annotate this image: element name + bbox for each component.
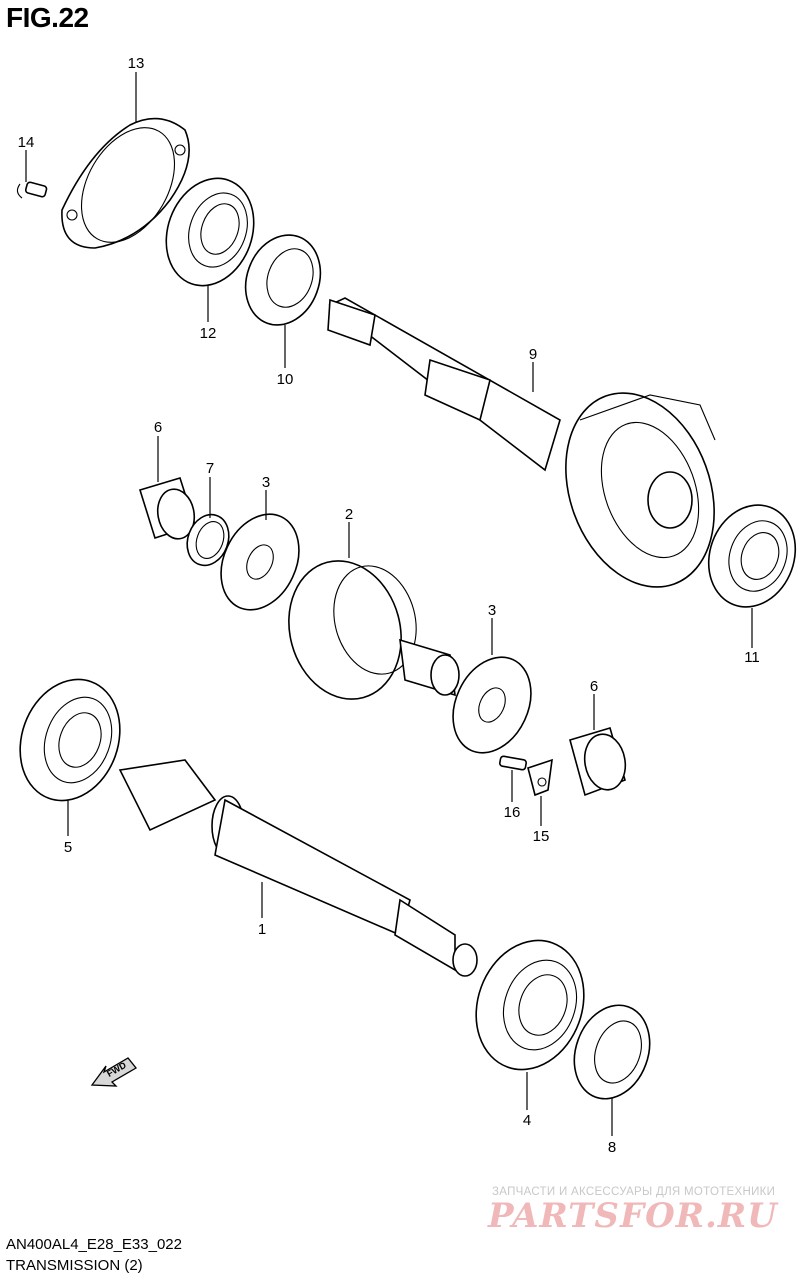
callout-14: 14 [18, 134, 35, 151]
callout-12: 12 [200, 325, 217, 342]
callout-15: 15 [533, 828, 550, 845]
part-16-bolt[interactable] [499, 755, 527, 771]
part-3-washer-lower[interactable] [438, 644, 546, 765]
callout-7: 7 [206, 460, 214, 477]
part-1-drive-shaft[interactable] [118, 759, 478, 977]
part-8-oil-seal[interactable] [562, 995, 662, 1110]
part-3-washer-upper[interactable] [206, 501, 314, 622]
part-15-lock-plate[interactable] [527, 758, 553, 797]
callout-10: 10 [277, 371, 294, 388]
callout-numbers: 13 14 12 10 9 6 7 3 2 3 11 6 5 16 15 1 4… [18, 55, 760, 1156]
callout-11: 11 [744, 649, 760, 666]
model-code: AN400AL4_E28_E33_022 [6, 1236, 182, 1253]
callout-16: 16 [504, 804, 521, 821]
part-11-bearing[interactable] [695, 493, 800, 619]
callout-5: 5 [64, 839, 72, 856]
callout-13: 13 [128, 55, 145, 72]
callout-6-lower: 6 [590, 678, 598, 695]
part-13-gasket[interactable] [61, 111, 194, 258]
figure-title: FIG.22 [6, 2, 89, 33]
callout-3-upper: 3 [262, 474, 270, 491]
part-12-bearing[interactable] [152, 166, 269, 298]
callout-9: 9 [529, 346, 537, 363]
part-14-screw[interactable] [16, 181, 48, 199]
part-10-oil-seal[interactable] [233, 224, 332, 335]
leader-lines [25, 72, 753, 1136]
part-4-bearing[interactable] [459, 925, 602, 1085]
callout-6-upper: 6 [154, 419, 162, 436]
callout-3-lower: 3 [488, 602, 496, 619]
callout-1: 1 [258, 921, 266, 938]
fwd-arrow-icon: FWD [90, 1057, 137, 1087]
watermark-logo: PARTSFOR.RU [488, 1196, 778, 1236]
figure-subtitle: TRANSMISSION (2) [6, 1257, 143, 1274]
part-9-gear-shaft[interactable] [327, 297, 740, 608]
callout-2: 2 [345, 506, 353, 523]
callout-8: 8 [608, 1139, 616, 1156]
part-7-circlip[interactable] [180, 509, 235, 572]
part-2-gear[interactable] [274, 548, 460, 712]
watermark-tagline: ЗАПЧАСТИ И АКСЕССУАРЫ ДЛЯ МОТОТЕХНИКИ [492, 1186, 776, 1198]
part-6-needle-bearing-lower[interactable] [569, 727, 630, 797]
part-5-bearing[interactable] [4, 665, 137, 814]
part-6-needle-bearing-upper[interactable] [138, 477, 198, 542]
callout-4: 4 [523, 1112, 531, 1129]
